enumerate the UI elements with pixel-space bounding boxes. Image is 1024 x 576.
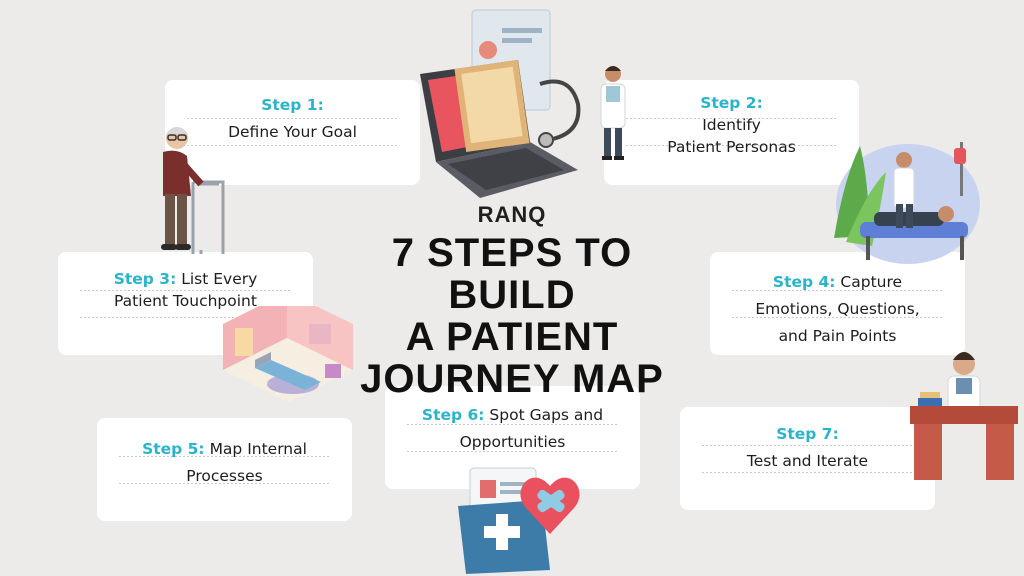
step-7-card: Step 7: Test and Iterate [680,407,935,510]
step-4-label: Step 4: [772,273,836,291]
hospital-room-illustration [223,306,353,402]
title-line-3: JOURNEY MAP [360,357,664,401]
step-5-card: Step 5: Map Internal Processes [97,418,352,521]
step-2-text-2: Patient Personas [667,138,796,156]
step-2-text-1: Identify [702,116,761,134]
step-7-text: Test and Iterate [746,452,869,470]
step-3-text-2: Patient Touchpoint [114,292,257,310]
step-4-text-2: Emotions, Questions, [755,300,920,318]
step-3-text-1: List Every [181,270,258,288]
step-4-card: Step 4: Capture Emotions, Questions, and… [710,252,965,355]
medical-folder-heart-illustration [458,467,580,574]
step-2-card: Step 2: Identify Patient Personas [604,80,859,185]
step-3-label: Step 3: [113,270,177,288]
doctor-at-desk-illustration [910,352,1018,480]
step-6-label: Step 6: [421,406,485,424]
page-title: 7 STEPS TO BUILD A PATIENT JOURNEY MAP [330,232,694,400]
title-line-2: A PATIENT [405,315,619,359]
step-5-text-2: Processes [186,467,263,485]
step-7-label: Step 7: [776,425,839,443]
elderly-man-walker-illustration [161,127,225,254]
brand-logo: RANQ [477,202,547,227]
step-5-label: Step 5: [142,440,205,458]
doctor-patient-bed-illustration [834,142,980,264]
step-5-text-1: Map Internal [209,440,307,458]
step-1-label: Step 1: [261,96,324,114]
laptop-folder-stethoscope-illustration [420,9,581,198]
step-2-label: Step 2: [700,94,763,112]
step-6-text-2: Opportunities [459,433,566,451]
step-1-text: Define Your Goal [228,123,357,141]
step-6-text-1: Spot Gaps and [489,406,604,424]
title-line-1: 7 STEPS TO BUILD [391,231,633,317]
doctor-standing-illustration [600,66,626,160]
step-4-text-1: Capture [840,273,903,291]
step-4-text-3: and Pain Points [778,327,897,345]
